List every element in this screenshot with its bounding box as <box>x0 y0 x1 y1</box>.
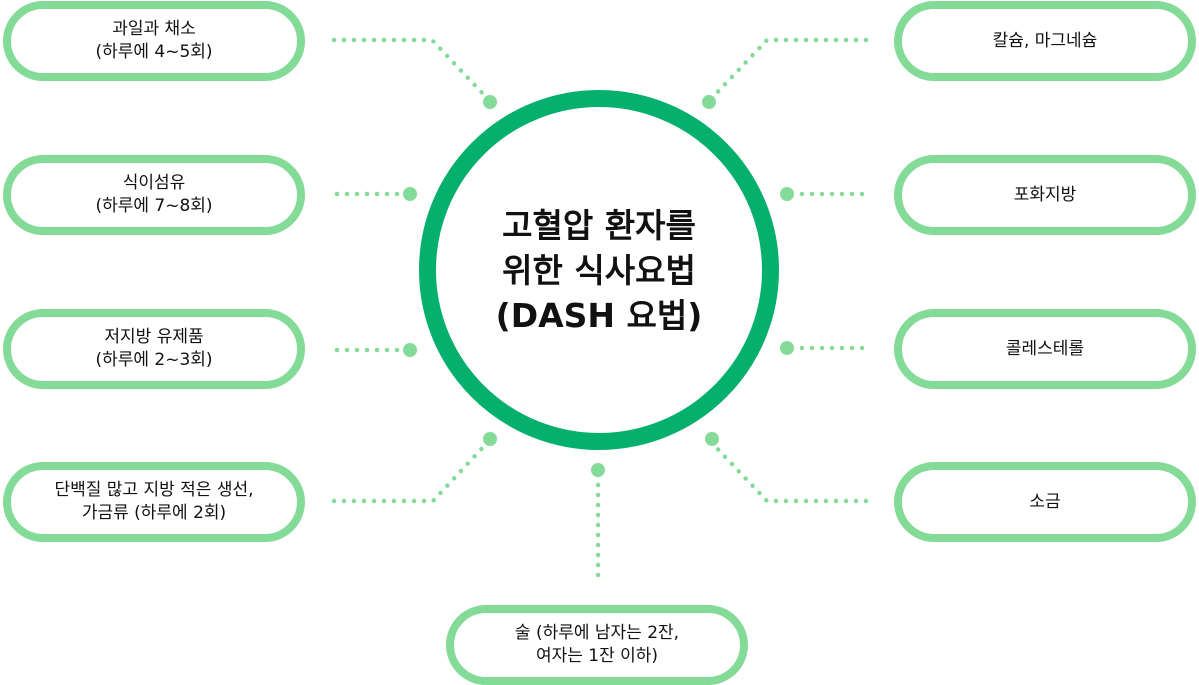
item-cholesterol: 콜레스테롤 <box>894 309 1196 389</box>
item-label: 소금 <box>1029 491 1061 512</box>
item-sublabel: (하루에 7~8회) <box>95 196 213 216</box>
item-sublabel: (하루에 2~3회) <box>95 350 213 370</box>
connector-dot <box>702 95 716 109</box>
item-low-fat-dairy: 저지방 유제품 (하루에 2~3회) <box>3 309 305 389</box>
connector-dot <box>780 341 794 355</box>
connector-right-1 <box>709 37 869 101</box>
item-dietary-fiber: 식이섬유 (하루에 7~8회) <box>3 155 305 235</box>
item-sublabel: (하루에 4~5회) <box>95 42 213 62</box>
connector-dot <box>705 432 719 446</box>
item-sublabel: 여자는 1잔 이하) <box>535 646 659 666</box>
item-sublabel: 가금류 (하루에 2회) <box>81 503 227 523</box>
connector-dot <box>483 432 497 446</box>
connector-right-4 <box>709 440 869 504</box>
connector-dot <box>483 95 497 109</box>
item-fish-poultry: 단백질 많고 지방 적은 생선, 가금류 (하루에 2회) <box>3 462 305 542</box>
item-salt: 소금 <box>894 462 1196 542</box>
connector-left-1 <box>331 37 490 101</box>
item-label: 과일과 채소 <box>112 19 196 39</box>
item-label: 포화지방 <box>1013 184 1077 205</box>
item-label: 단백질 많고 지방 적은 생선, <box>54 480 254 500</box>
dash-diet-center-circle: 고혈압 환자를 위한 식사요법 (DASH 요법) <box>419 90 779 450</box>
connector-dot <box>780 187 794 201</box>
center-title-line: 위한 식사요법 <box>502 250 696 290</box>
connector-dot <box>403 187 417 201</box>
item-alcohol: 술 (하루에 남자는 2잔, 여자는 1잔 이하) <box>446 605 748 685</box>
center-title-line: (DASH 요법) <box>495 295 703 335</box>
item-label: 콜레스테롤 <box>1005 338 1085 359</box>
item-label: 식이섬유 <box>122 173 186 193</box>
item-label: 술 (하루에 남자는 2잔, <box>514 623 680 643</box>
item-saturated-fat: 포화지방 <box>894 155 1196 235</box>
item-fruits-vegetables: 과일과 채소 (하루에 4~5회) <box>3 1 305 81</box>
connector-left-4 <box>331 440 490 504</box>
item-calcium-magnesium: 칼슘, 마그네슘 <box>894 1 1196 81</box>
connector-dot <box>591 463 605 477</box>
item-label: 칼슘, 마그네슘 <box>992 30 1098 51</box>
center-title-line: 고혈압 환자를 <box>502 205 696 245</box>
item-label: 저지방 유제품 <box>104 327 204 347</box>
connector-dot <box>403 343 417 357</box>
